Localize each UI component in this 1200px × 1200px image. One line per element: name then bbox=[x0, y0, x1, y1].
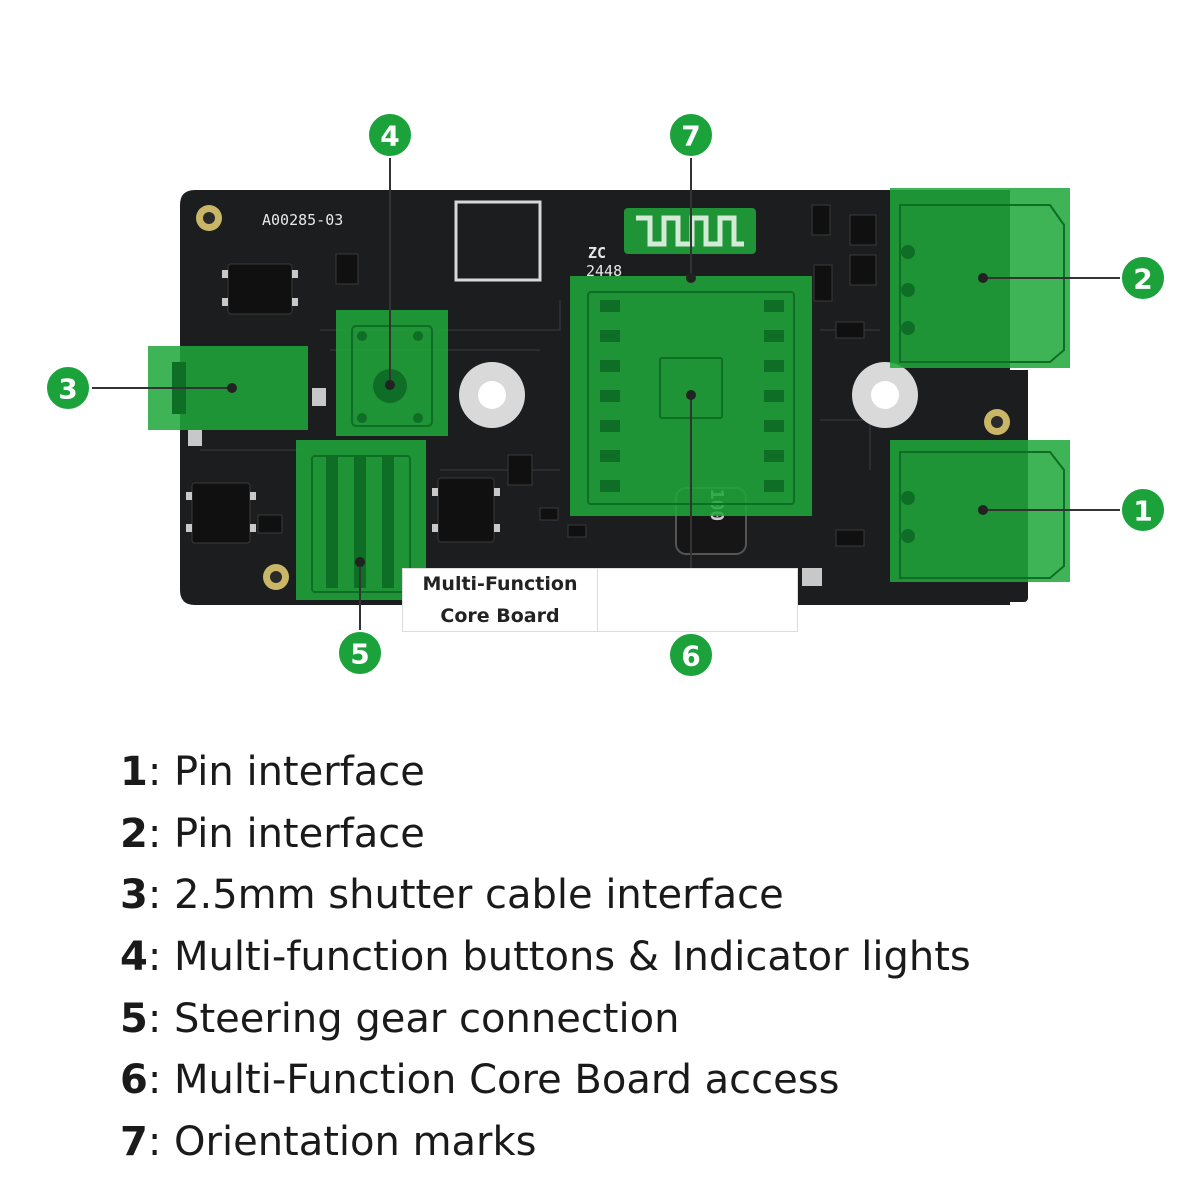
marker-7: 7 bbox=[668, 112, 714, 158]
legend-label: Pin interface bbox=[174, 810, 425, 857]
legend-number: 5 bbox=[120, 995, 148, 1042]
legend-label: Multi-Function Core Board access bbox=[174, 1057, 840, 1104]
silkscreen-code: 2448 bbox=[586, 262, 622, 280]
component-details bbox=[172, 245, 915, 588]
legend-label: Orientation marks bbox=[174, 1119, 537, 1166]
legend-number: 4 bbox=[120, 934, 148, 981]
silkscreen-square bbox=[454, 200, 542, 282]
legend-item-3: 3: 2.5mm shutter cable interface bbox=[120, 872, 784, 919]
marker-5: 5 bbox=[337, 630, 383, 676]
marker-6-number: 6 bbox=[681, 640, 700, 673]
legend-number: 2 bbox=[120, 810, 148, 857]
marker-2-number: 2 bbox=[1133, 263, 1152, 296]
legend-item-5: 5: Steering gear connection bbox=[120, 995, 680, 1042]
silkscreen-id: A00285-03 bbox=[262, 211, 343, 229]
marker-2: 2 bbox=[1120, 255, 1166, 301]
legend-label: Pin interface bbox=[174, 749, 425, 795]
legend-item-6: 6: Multi-Function Core Board access bbox=[120, 1057, 840, 1104]
legend-number: 1 bbox=[120, 749, 148, 795]
marker-5-number: 5 bbox=[350, 638, 369, 671]
legend-label: 2.5mm shutter cable interface bbox=[174, 872, 784, 919]
marker-3-number: 3 bbox=[58, 373, 77, 406]
smd-pads bbox=[186, 270, 822, 586]
legend-number: 3 bbox=[120, 872, 148, 919]
marker-4: 4 bbox=[367, 112, 413, 158]
marker-6: 6 bbox=[668, 632, 714, 678]
legend-number: 6 bbox=[120, 1057, 148, 1104]
core-board-label: Multi-Function Core Board bbox=[402, 568, 598, 632]
core-board-label-blank bbox=[598, 568, 798, 632]
legend-label: Multi-function buttons & Indicator light… bbox=[174, 934, 971, 981]
board-diagram: A00285-03 ZC 2448 100 bbox=[45, 112, 1166, 678]
legend-item-2: 2: Pin interface bbox=[120, 810, 425, 857]
mounting-holes bbox=[196, 205, 1010, 590]
legend-item-4: 4: Multi-function buttons & Indicator li… bbox=[120, 934, 971, 981]
legend-list: 1: Pin interface 2: Pin interface 3: 2.5… bbox=[120, 742, 971, 1174]
marker-4-number: 4 bbox=[380, 120, 399, 153]
marker-1: 1 bbox=[1120, 487, 1166, 533]
legend-item-1: 1: Pin interface bbox=[120, 749, 425, 795]
legend-label: Steering gear connection bbox=[174, 995, 680, 1042]
marker-7-number: 7 bbox=[681, 120, 700, 153]
leader-dots bbox=[227, 273, 988, 567]
smd-components bbox=[191, 204, 877, 547]
marker-1-number: 1 bbox=[1133, 495, 1152, 528]
legend-item-7: 7: Orientation marks bbox=[120, 1119, 537, 1166]
silkscreen-zc: ZC bbox=[588, 244, 606, 262]
legend-number: 7 bbox=[120, 1119, 148, 1166]
marker-3: 3 bbox=[45, 365, 91, 411]
